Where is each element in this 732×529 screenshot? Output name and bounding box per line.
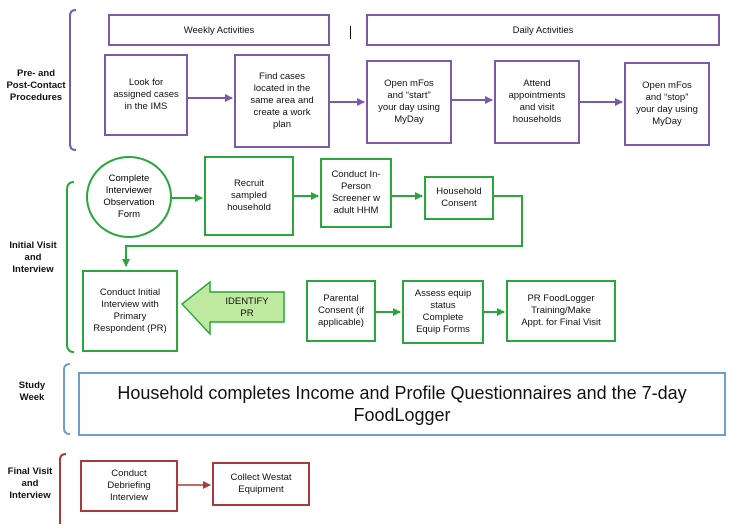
step-start-day: Open mFos and “start” your day using MyD… <box>366 60 452 144</box>
step-household-consent: Household Consent <box>424 176 494 220</box>
section-label-final-visit: Final Visit and Interview <box>7 466 53 501</box>
step-stop-day: Open mFos and “stop” your day using MyDa… <box>624 62 710 146</box>
text-cursor <box>350 26 351 39</box>
step-recruit-household: Recruit sampled household <box>204 156 294 236</box>
study-week-text: Household completes Income and Profile Q… <box>117 383 687 425</box>
weekly-activities-header: Weekly Activities <box>108 14 330 46</box>
step-debriefing-interview: Conduct Debriefing Interview <box>80 460 178 512</box>
identify-pr-arrow <box>180 280 285 336</box>
step-assess-equipment: Assess equip status Complete Equip Forms <box>402 280 484 344</box>
step-conduct-screener: Conduct In- Person Screener w adult HHM <box>320 158 392 228</box>
bracket-pre-post <box>69 9 77 151</box>
step-look-for-cases: Look for assigned cases in the IMS <box>104 54 188 136</box>
step-observation-form: Complete Interviewer Observation Form <box>86 156 172 238</box>
bracket-study-week <box>63 363 71 435</box>
step-attend-appointments: Attend appointments and visit households <box>494 60 580 144</box>
step-foodlogger-training: PR FoodLogger Training/Make Appt. for Fi… <box>506 280 616 342</box>
section-label-initial-visit: Initial Visit and Interview <box>9 240 57 275</box>
arrow-consent-to-interview <box>122 195 523 267</box>
step-find-cases: Find cases located in the same area and … <box>234 54 330 148</box>
study-week-box: Household completes Income and Profile Q… <box>78 372 726 436</box>
step-collect-equipment: Collect Westat Equipment <box>212 462 310 506</box>
section-label-study-week: Study Week <box>18 380 46 403</box>
daily-activities-header: Daily Activities <box>366 14 720 46</box>
bracket-initial-visit <box>66 181 75 353</box>
step-parental-consent: Parental Consent (if applicable) <box>306 280 376 342</box>
daily-activities-label: Daily Activities <box>512 24 574 36</box>
weekly-activities-label: Weekly Activities <box>183 24 255 36</box>
section-label-pre-post: Pre- and Post-Contact Procedures <box>6 68 66 103</box>
bracket-final-visit <box>59 453 67 524</box>
identify-pr-label: IDENTIFY PR <box>225 296 269 319</box>
step-initial-interview: Conduct Initial Interview with Primary R… <box>82 270 178 352</box>
